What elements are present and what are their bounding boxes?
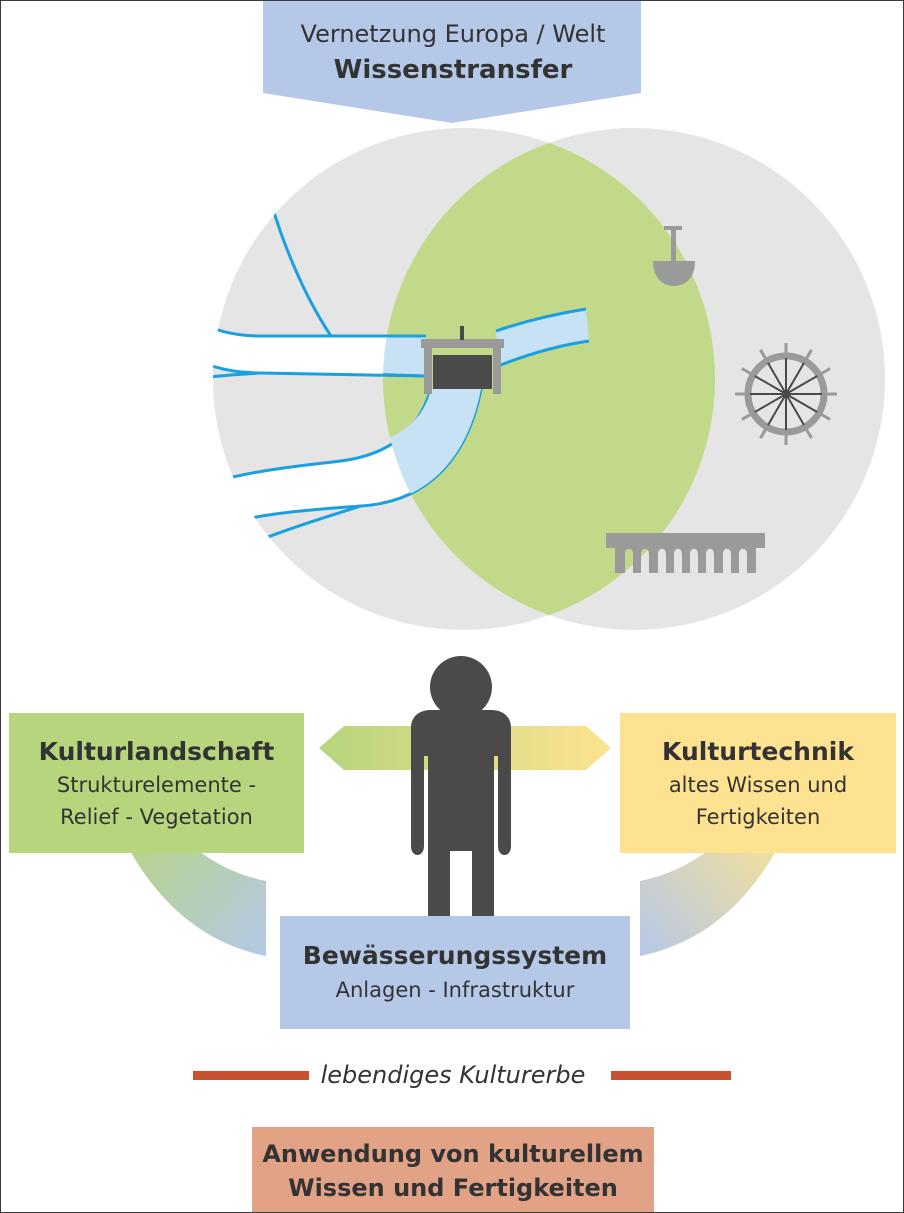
wheel-paddle [805,349,813,360]
wheel-paddle [741,367,752,375]
wheel-paddle [759,349,767,360]
heritage-line-right [611,1071,731,1080]
wheel-paddle [820,367,831,375]
application-line-2: Wissen und Fertigkeiten [288,1174,618,1202]
application-box: Anwendung von kulturellem Wissen und Fer… [252,1127,654,1212]
wheel-spoke [785,362,805,395]
wheel-spoke [785,393,805,426]
top-banner-title: Wissenstransfer [333,55,573,85]
sluice-gate-icon [421,326,504,394]
wheel-paddle [805,428,813,439]
wheel-spoke [767,362,787,395]
wheel-spoke [767,393,787,426]
wheel-paddle [759,428,767,439]
wheel-paddle [820,413,831,421]
aqueduct-icon [606,533,765,573]
overlap-lens [383,128,715,630]
landscape-line-1: Strukturelemente - [56,773,257,797]
top-banner-label: Vernetzung Europa / Welt Wissenstransfer [263,17,643,89]
river-upper-right [496,309,589,366]
landscape-line-2: Relief - Vegetation [60,805,253,829]
heritage-line-left [193,1071,309,1080]
application-line-1: Anwendung von kulturellem [262,1140,644,1168]
irrigation-title: Bewässerungssystem [302,941,608,970]
shovel-icon [653,226,695,286]
top-arrow [263,1,641,123]
wheel-spoke [754,393,787,413]
person-icon [411,656,511,945]
irrigation-line-1: Anlagen - Infrastruktur [335,978,575,1002]
water-wheel-icon [735,343,837,445]
technique-line-1: altes Wissen und [668,773,848,797]
technique-title: Kulturtechnik [662,737,854,766]
technique-box: Kulturtechnik altes Wissen und Fertigkei… [620,713,896,853]
technique-line-2: Fertigkeiten [695,805,821,829]
wheel-paddle [741,413,752,421]
wheel-spoke [754,375,787,395]
wheel-spoke [785,393,818,413]
wheel-spoke [785,375,818,395]
landscape-title: Kulturlandschaft [38,737,275,766]
heritage-label: lebendiges Kulturerbe [320,1061,586,1089]
irrigation-box: Bewässerungssystem Anlagen - Infrastrukt… [280,916,630,1029]
top-banner-subtitle: Vernetzung Europa / Welt [300,20,606,48]
landscape-box: Kulturlandschaft Strukturelemente - Reli… [9,713,304,853]
